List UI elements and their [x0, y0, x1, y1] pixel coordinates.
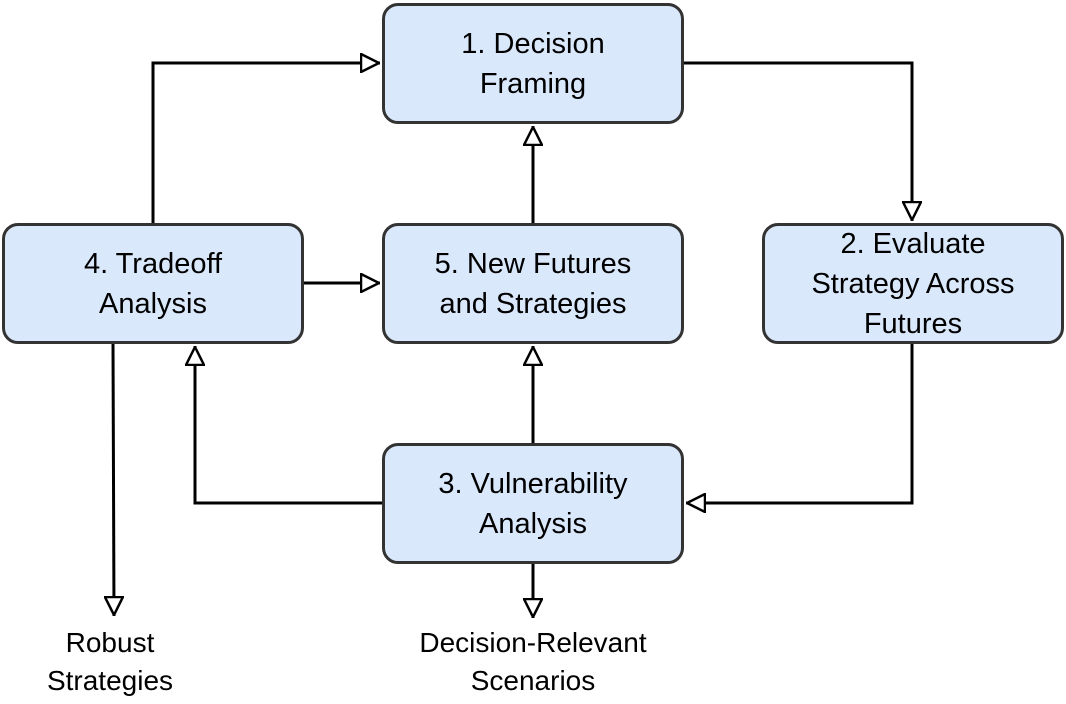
node-decision-framing: 1. Decision Framing	[382, 3, 684, 124]
node-tradeoff-analysis-label: 4. Tradeoff Analysis	[83, 247, 223, 320]
node-vulnerability-analysis: 3. Vulnerability Analysis	[382, 443, 684, 564]
output-robust-strategies: Robust Strategies	[46, 627, 174, 696]
node-decision-framing-label: 1. Decision Framing	[461, 27, 605, 100]
node-new-futures-label: 5. New Futures and Strategies	[434, 247, 632, 320]
edge-decision-framing-to-evaluate-strategy	[684, 61, 912, 221]
node-evaluate-strategy: 2. Evaluate Strategy Across Futures	[762, 223, 1064, 344]
edge-vulnerability-analysis-to-tradeoff-analysis	[195, 346, 382, 505]
edge-tradeoff-analysis-to-decision-framing	[151, 63, 380, 223]
output-decision-relevant-scenarios: Decision-Relevant Scenarios	[419, 627, 647, 696]
edge-tradeoff-analysis-to-robust-strategies	[113, 343, 114, 616]
edge-evaluate-strategy-to-vulnerability-analysis	[686, 344, 914, 503]
node-tradeoff-analysis: 4. Tradeoff Analysis	[2, 223, 304, 344]
node-vulnerability-analysis-label: 3. Vulnerability Analysis	[438, 467, 628, 540]
node-new-futures-and-strategies: 5. New Futures and Strategies	[382, 223, 684, 344]
node-evaluate-strategy-label: 2. Evaluate Strategy Across Futures	[811, 227, 1015, 340]
